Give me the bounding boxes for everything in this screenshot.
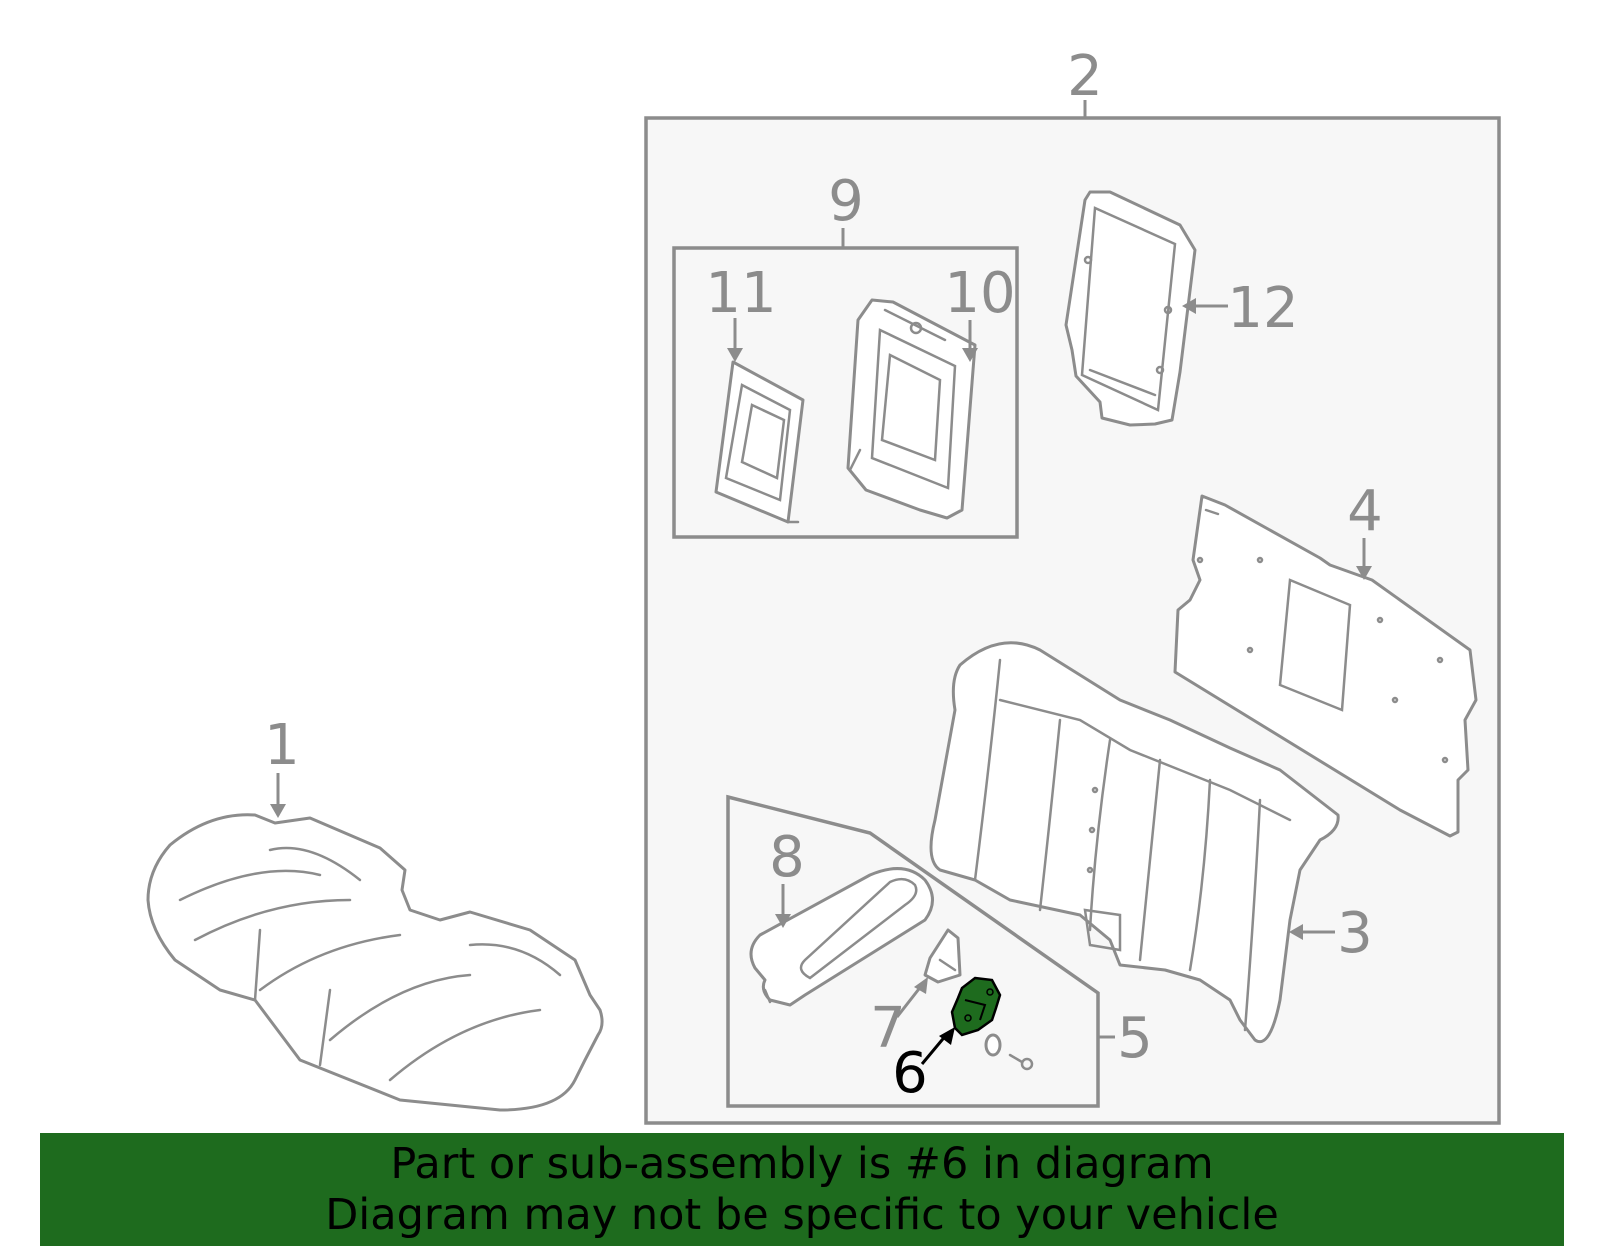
callout-9: 9	[828, 169, 864, 234]
part-10-frame	[846, 298, 977, 520]
callout-11: 11	[705, 261, 776, 326]
part-12-back-panel	[1064, 190, 1197, 427]
part-3-seat-back	[929, 641, 1340, 1044]
banner-line-1: Part or sub-assembly is #6 in diagram	[390, 1138, 1214, 1189]
washer-and-bolt	[984, 1033, 1034, 1071]
callout-7: 7	[870, 996, 906, 1061]
part-11-panel	[714, 360, 805, 524]
info-banner: Part or sub-assembly is #6 in diagram Di…	[40, 1133, 1564, 1246]
callout-2: 2	[1067, 44, 1103, 109]
callout-8: 8	[769, 825, 805, 890]
callout-10: 10	[944, 261, 1015, 326]
callout-1: 1	[264, 713, 300, 778]
callout-3: 3	[1337, 901, 1373, 966]
callout-5: 5	[1117, 1006, 1153, 1071]
part-6-latch-highlighted	[950, 976, 1002, 1037]
callout-12: 12	[1227, 276, 1298, 341]
banner-line-2: Diagram may not be specific to your vehi…	[325, 1189, 1279, 1240]
part-4-rear-panel	[1173, 494, 1478, 838]
part-8-armrest	[749, 867, 934, 1007]
callout-4: 4	[1347, 479, 1383, 544]
assembly-box-5	[726, 794, 1100, 1108]
part-7-bracket	[923, 928, 962, 984]
callout-6: 6	[892, 1041, 928, 1106]
part-1-seat-cushion	[146, 813, 604, 1112]
